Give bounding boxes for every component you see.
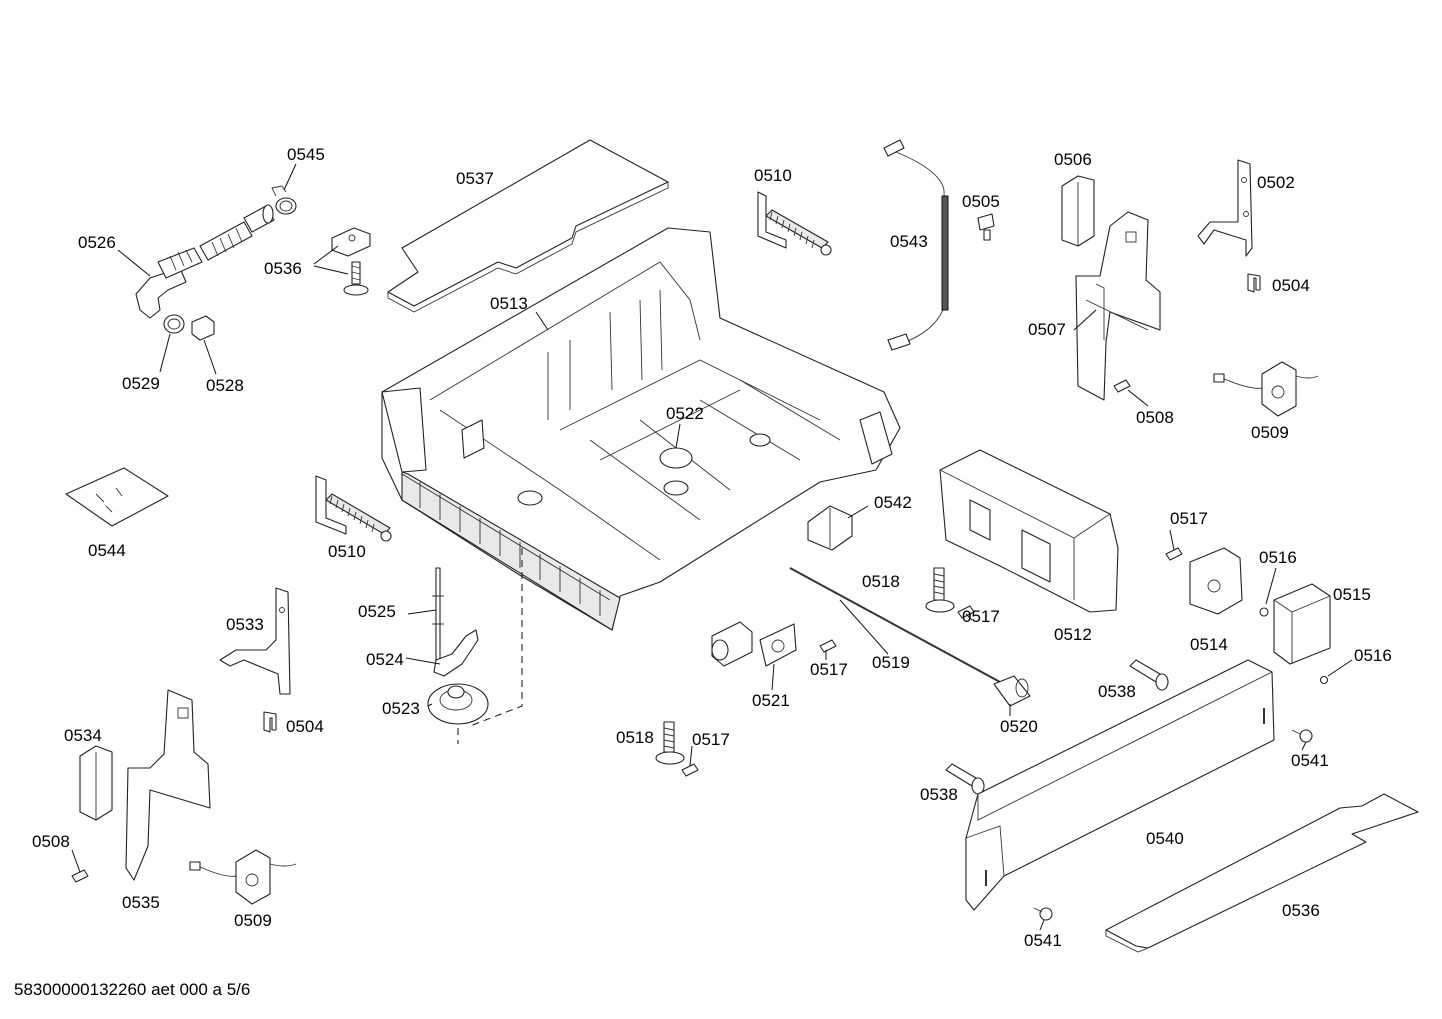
label-0522: 0522 — [666, 404, 704, 423]
part-0510-spring-top — [757, 191, 832, 256]
label-0540: 0540 — [1146, 829, 1184, 848]
label-0516: 0516 — [1354, 646, 1392, 665]
part-0513-base-tub — [381, 227, 901, 631]
label-0518: 0518 — [616, 728, 654, 747]
part-0545-clamp — [271, 185, 297, 215]
part-0507-bracket — [1075, 211, 1161, 401]
part-0506-cover — [1061, 175, 1095, 247]
part-0520-knob — [993, 675, 1031, 707]
label-0529: 0529 — [122, 374, 160, 393]
part-number-labels: 0545 0537 0510 0505 0543 0506 0502 0526 … — [32, 145, 1392, 950]
document-id-footer: 58300000132260 aet 000 a 5/6 — [14, 980, 251, 999]
part-0536-block — [331, 227, 371, 296]
label-0507: 0507 — [1028, 320, 1066, 339]
label-0533: 0533 — [226, 615, 264, 634]
label-0526: 0526 — [78, 233, 116, 252]
label-0542: 0542 — [874, 493, 912, 512]
label-0510: 0510 — [328, 542, 366, 561]
part-0537-cover-plate — [387, 139, 669, 313]
part-0512-control-module — [939, 449, 1119, 613]
label-0541: 0541 — [1291, 751, 1329, 770]
label-0510: 0510 — [754, 166, 792, 185]
label-0506: 0506 — [1054, 150, 1092, 169]
label-0509: 0509 — [1251, 423, 1289, 442]
part-0541-screw-a — [1291, 729, 1313, 743]
label-0536: 0536 — [1282, 901, 1320, 920]
part-0542-valve — [807, 505, 853, 551]
label-0504: 0504 — [1272, 276, 1310, 295]
part-0504-clip-top — [1247, 273, 1261, 293]
part-0528-clip — [191, 315, 215, 341]
label-0519: 0519 — [872, 653, 910, 672]
part-0523-pump-cover — [427, 683, 489, 725]
label-0536: 0536 — [264, 259, 302, 278]
label-0524: 0524 — [366, 650, 404, 669]
part-0509-motor-lower — [189, 849, 297, 905]
part-0505-sensor — [977, 213, 995, 241]
part-0517-screw-c — [819, 639, 837, 653]
label-0538: 0538 — [920, 785, 958, 804]
label-0517: 0517 — [810, 660, 848, 679]
label-0521: 0521 — [752, 691, 790, 710]
label-0538: 0538 — [1098, 682, 1136, 701]
part-0515-cover — [1273, 583, 1331, 665]
label-0545: 0545 — [287, 145, 325, 164]
label-0517: 0517 — [692, 730, 730, 749]
part-0538-screw-a — [1129, 659, 1169, 691]
part-0514-switch — [1189, 547, 1243, 615]
label-0544: 0544 — [88, 541, 126, 560]
label-0517: 0517 — [1170, 509, 1208, 528]
part-0517-screw-b — [957, 605, 975, 619]
label-0514: 0514 — [1190, 635, 1228, 654]
label-0505: 0505 — [962, 192, 1000, 211]
part-0525-float-rod — [432, 567, 444, 661]
part-0536-strip — [1105, 793, 1419, 953]
part-0516-screw-b — [1319, 675, 1329, 685]
label-0520: 0520 — [1000, 717, 1038, 736]
part-0518-foot-a — [925, 567, 955, 613]
label-0518: 0518 — [862, 572, 900, 591]
label-0513: 0513 — [490, 294, 528, 313]
part-0504-clip-lower — [263, 711, 277, 733]
label-0517: 0517 — [962, 607, 1000, 626]
part-0526-hose — [135, 204, 275, 319]
part-0540-plinth-panel — [965, 659, 1275, 911]
part-0524-float — [433, 629, 479, 677]
part-0543-cable — [883, 139, 949, 351]
label-0504: 0504 — [286, 717, 324, 736]
label-0502: 0502 — [1257, 173, 1295, 192]
part-0508-screw-top — [1113, 379, 1131, 393]
label-0516: 0516 — [1259, 548, 1297, 567]
label-0534: 0534 — [64, 726, 102, 745]
leader-lines — [71, 163, 1353, 931]
part-0509-motor-top — [1213, 361, 1319, 417]
part-0535-bracket — [125, 689, 211, 881]
part-0521-inlet-valve — [711, 621, 797, 667]
label-0535: 0535 — [122, 893, 160, 912]
part-0529-clamp — [163, 314, 185, 334]
label-0508: 0508 — [32, 832, 70, 851]
part-0518-foot-b — [655, 721, 685, 765]
part-0533-bracket — [219, 587, 291, 695]
part-0534-cover — [79, 745, 113, 821]
label-0508: 0508 — [1136, 408, 1174, 427]
part-0541-screw-b — [1033, 907, 1053, 921]
label-0512: 0512 — [1054, 625, 1092, 644]
label-0509: 0509 — [234, 911, 272, 930]
label-0528: 0528 — [206, 376, 244, 395]
part-0538-screw-b — [945, 763, 985, 795]
label-0515: 0515 — [1333, 585, 1371, 604]
part-0516-screw-a — [1259, 607, 1269, 617]
label-0525: 0525 — [358, 602, 396, 621]
part-0519-rod — [789, 567, 1001, 683]
part-0544-bag — [65, 467, 169, 527]
label-0523: 0523 — [382, 699, 420, 718]
label-0543: 0543 — [890, 232, 928, 251]
label-0537: 0537 — [456, 169, 494, 188]
part-0510-spring-lower — [315, 475, 392, 542]
part-0502-bracket — [1197, 159, 1253, 257]
label-0541: 0541 — [1024, 931, 1062, 950]
